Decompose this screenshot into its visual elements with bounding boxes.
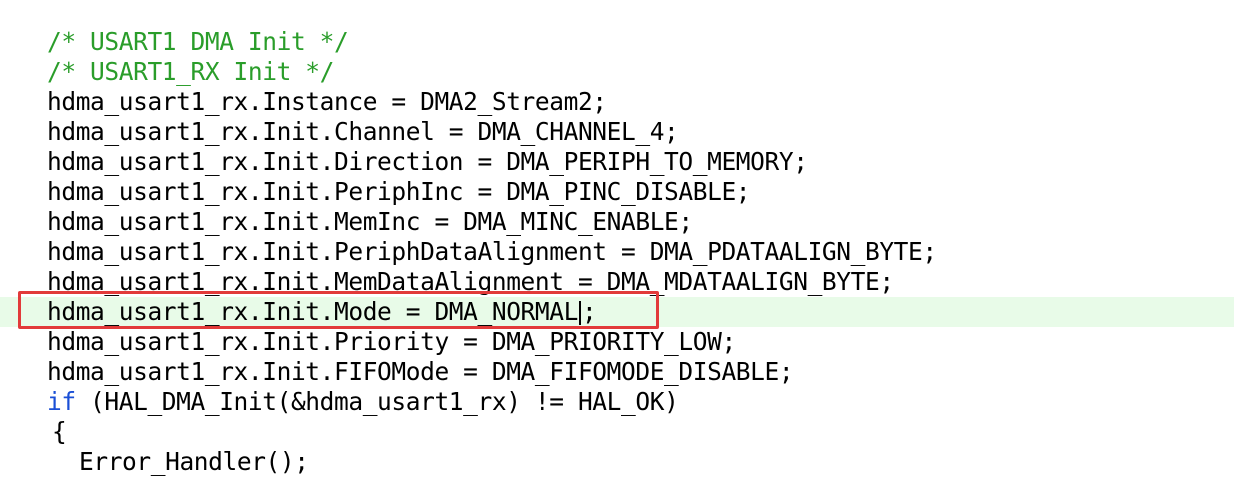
code-text: Error_Handler();: [79, 447, 309, 476]
code-text: hdma_usart1_rx.Init.PeriphDataAlignment …: [47, 237, 937, 266]
brace-text: {: [52, 417, 67, 446]
code-text: hdma_usart1_rx.Init.Priority = DMA_PRIOR…: [47, 327, 736, 356]
code-text: hdma_usart1_rx.Init.PeriphInc = DMA_PINC…: [47, 177, 751, 206]
annotation-highlight-box: [18, 291, 659, 329]
code-text: hdma_usart1_rx.Instance = DMA2_Stream2;: [47, 87, 607, 116]
code-text-rest: (HAL_DMA_Init(&hdma_usart1_rx) != HAL_OK…: [75, 387, 679, 416]
code-line-10-current[interactable]: hdma_usart1_rx.Init.Mode = DMA_NORMAL;: [0, 297, 1234, 327]
code-text: if (HAL_DMA_Init(&hdma_usart1_rx) != HAL…: [47, 387, 679, 417]
code-line-8[interactable]: hdma_usart1_rx.Init.PeriphDataAlignment …: [0, 237, 1234, 267]
keyword-if: if: [47, 387, 76, 416]
code-line-3[interactable]: hdma_usart1_rx.Instance = DMA2_Stream2;: [0, 87, 1234, 117]
code-text: hdma_usart1_rx.Init.Mode = DMA_NORMAL;: [47, 297, 597, 327]
comment-text: /* USART1 DMA Init */: [47, 27, 349, 56]
code-line-13[interactable]: if (HAL_DMA_Init(&hdma_usart1_rx) != HAL…: [0, 387, 1234, 417]
code-line-15[interactable]: Error_Handler();: [0, 447, 1234, 477]
code-line-14[interactable]: {: [0, 417, 1234, 447]
code-text: hdma_usart1_rx.Init.Channel = DMA_CHANNE…: [47, 117, 679, 146]
code-line-5[interactable]: hdma_usart1_rx.Init.Direction = DMA_PERI…: [0, 147, 1234, 177]
comment-text: /* USART1_RX Init */: [47, 57, 335, 86]
code-line-7[interactable]: hdma_usart1_rx.Init.MemInc = DMA_MINC_EN…: [0, 207, 1234, 237]
code-text: hdma_usart1_rx.Init.MemInc = DMA_MINC_EN…: [47, 207, 693, 236]
code-line-1[interactable]: /* USART1 DMA Init */: [0, 27, 1234, 57]
code-line-2[interactable]: /* USART1_RX Init */: [0, 57, 1234, 87]
code-line-11[interactable]: hdma_usart1_rx.Init.Priority = DMA_PRIOR…: [0, 327, 1234, 357]
code-text: hdma_usart1_rx.Init.FIFOMode = DMA_FIFOM…: [47, 357, 794, 386]
code-text-before-caret: hdma_usart1_rx.Init.Mode = DMA_NORMAL: [47, 297, 578, 326]
text-caret: [578, 301, 581, 325]
code-line-4[interactable]: hdma_usart1_rx.Init.Channel = DMA_CHANNE…: [0, 117, 1234, 147]
code-line-12[interactable]: hdma_usart1_rx.Init.FIFOMode = DMA_FIFOM…: [0, 357, 1234, 387]
code-line-6[interactable]: hdma_usart1_rx.Init.PeriphInc = DMA_PINC…: [0, 177, 1234, 207]
code-text: hdma_usart1_rx.Init.Direction = DMA_PERI…: [47, 147, 808, 176]
code-text-after-caret: ;: [581, 297, 597, 326]
